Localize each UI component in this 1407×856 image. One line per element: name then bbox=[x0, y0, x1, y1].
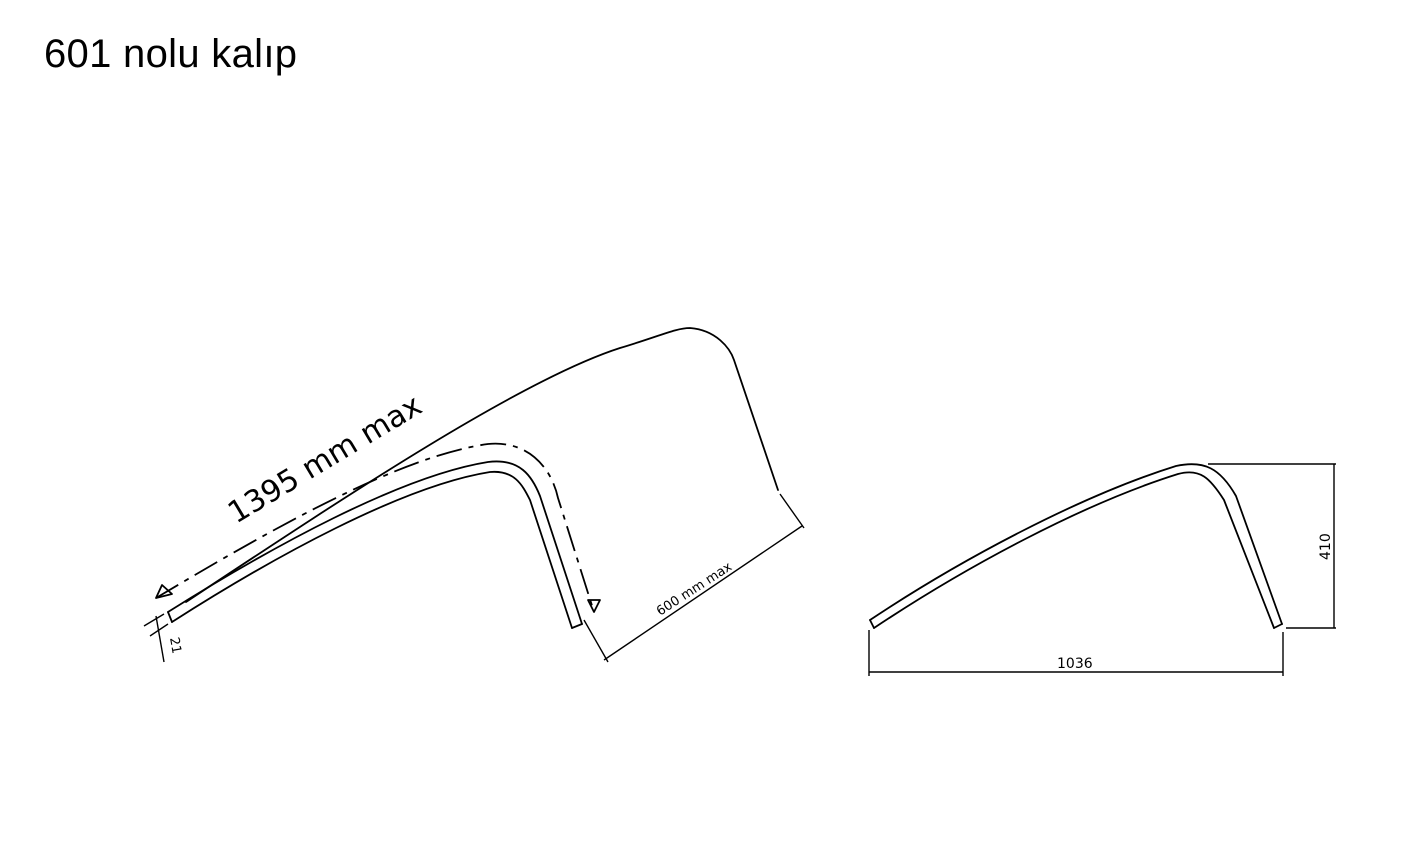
span-label: 1036 bbox=[1057, 656, 1093, 672]
arc-length-guide bbox=[155, 442, 595, 613]
width-dim-ext-1 bbox=[583, 619, 609, 663]
length-label: 1395 mm max bbox=[222, 388, 428, 531]
width-dim-line bbox=[603, 525, 803, 661]
arrowhead-bottom bbox=[587, 599, 601, 613]
width-label: 600 mm max bbox=[654, 559, 735, 619]
side-profile-inner bbox=[873, 471, 1275, 629]
side-profile-outer bbox=[869, 463, 1283, 625]
thickness-label: 21 bbox=[166, 636, 184, 655]
left-view: 1395 mm max 600 mm max 21 bbox=[143, 327, 805, 663]
side-profile-end-right bbox=[1273, 623, 1283, 629]
bent-profile-outer bbox=[167, 460, 583, 625]
bent-profile-inner bbox=[171, 471, 573, 629]
width-dim-ext-2 bbox=[779, 493, 805, 529]
panel-outline bbox=[185, 327, 779, 603]
arrowhead-left bbox=[155, 584, 173, 599]
page-title: 601 nolu kalıp bbox=[44, 32, 298, 76]
thickness-dim-line bbox=[155, 615, 165, 663]
side-profile-end-left bbox=[869, 619, 875, 629]
right-view: 410 1036 bbox=[868, 463, 1336, 676]
profile-end-cap-right bbox=[571, 623, 583, 629]
height-label: 410 bbox=[1318, 533, 1334, 560]
profile-end-cap-left bbox=[167, 611, 173, 623]
thickness-tick-1 bbox=[143, 613, 165, 627]
